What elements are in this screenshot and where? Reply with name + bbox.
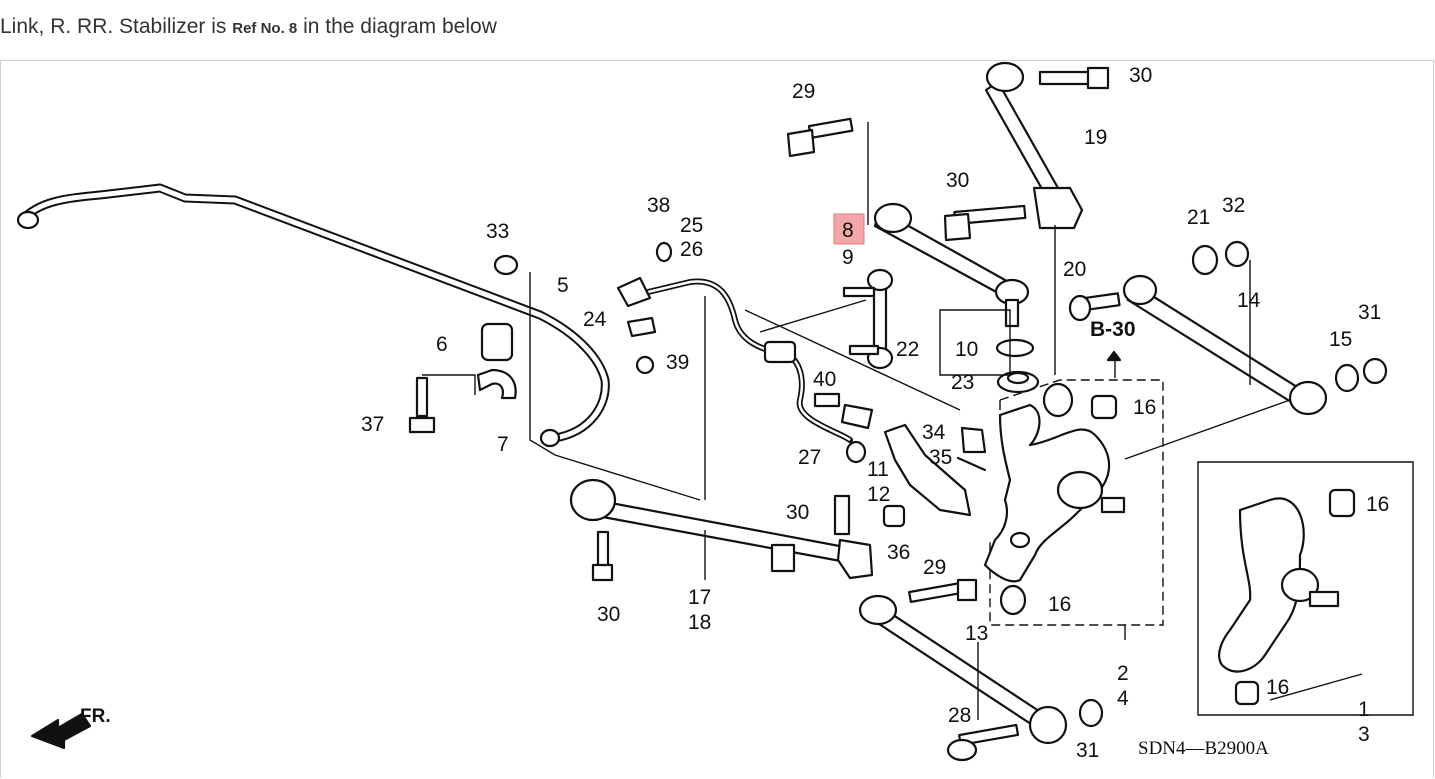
callout-16-a[interactable]: 16 (1133, 396, 1156, 419)
callout-16-c[interactable]: 16 (1366, 493, 1389, 516)
callout-30-d[interactable]: 30 (597, 603, 620, 626)
callout-31-a[interactable]: 31 (1358, 301, 1381, 324)
callout-1[interactable]: 1 (1358, 698, 1370, 721)
callout-9[interactable]: 9 (842, 246, 854, 269)
diagram-code: SDN4—B2900A (1138, 738, 1269, 759)
caption-prefix: Link, R. RR. Stabilizer is (0, 15, 233, 38)
callout-16-b[interactable]: 16 (1048, 593, 1071, 616)
leader-lines (422, 122, 1363, 720)
callout-24[interactable]: 24 (583, 308, 607, 331)
nut-32 (1224, 240, 1250, 268)
parts-diagram: FR. B-30 SDN4—B2900A 1 2 3 4 5 6 7 8 9 1… (16, 61, 1414, 762)
callout-38[interactable]: 38 (647, 194, 670, 217)
callout-7[interactable]: 7 (497, 433, 509, 456)
callout-22[interactable]: 22 (896, 338, 919, 361)
nut-33 (493, 254, 519, 276)
bracket-11-12 (883, 423, 972, 517)
diagram-caption: Link, R. RR. Stabilizer is Ref No. 8 in … (0, 15, 497, 39)
nut-31-lower (1078, 698, 1104, 728)
callout-20[interactable]: 20 (1063, 258, 1086, 281)
lower-arm-17 (569, 478, 874, 580)
callout-17[interactable]: 17 (688, 586, 711, 609)
callout-11[interactable]: 11 (867, 458, 889, 481)
callout-32[interactable]: 32 (1222, 194, 1245, 217)
callout-4[interactable]: 4 (1117, 687, 1129, 710)
bolt-28-head (946, 738, 978, 762)
callout-6[interactable]: 6 (436, 333, 448, 356)
diagram-frame (0, 60, 1434, 778)
callout-26[interactable]: 26 (680, 238, 703, 261)
lower-arm-13 (858, 594, 1068, 745)
callout-30-c[interactable]: 30 (786, 501, 809, 524)
callout-35[interactable]: 35 (929, 446, 952, 469)
callout-12[interactable]: 12 (867, 483, 890, 506)
bolt-30-mid (833, 494, 851, 536)
callout-29-a[interactable]: 29 (792, 80, 815, 103)
callout-13[interactable]: 13 (965, 622, 988, 645)
stabilizer-bushing (480, 322, 514, 362)
bushing-16-a (1090, 394, 1118, 420)
trailing-link-19 (984, 61, 1110, 230)
callout-19[interactable]: 19 (1084, 126, 1107, 149)
bolt-20-head (1068, 294, 1092, 322)
upper-arm-8 (873, 202, 1030, 328)
front-direction-arrow-icon (30, 712, 92, 750)
knuckle-1-inset (1197, 461, 1414, 716)
bolt-30-lower (591, 530, 614, 582)
stabilizer-bar (16, 183, 610, 448)
callout-10[interactable]: 10 (955, 338, 978, 361)
callout-14[interactable]: 14 (1237, 289, 1261, 312)
caption-ref-number: Ref No. 8 (232, 20, 298, 37)
callout-34[interactable]: 34 (922, 421, 946, 444)
bolt-36 (882, 504, 906, 528)
callout-30-b[interactable]: 30 (946, 169, 969, 192)
callout-31-b[interactable]: 31 (1076, 739, 1099, 762)
stabilizer-link-9 (842, 268, 894, 370)
abs-sensor-harness (616, 241, 874, 443)
callout-33[interactable]: 33 (486, 220, 509, 243)
callout-25[interactable]: 25 (680, 214, 703, 237)
callout-18[interactable]: 18 (688, 611, 711, 634)
washer-10 (995, 338, 1035, 358)
callout-39[interactable]: 39 (666, 351, 689, 374)
callout-40[interactable]: 40 (813, 368, 836, 391)
knuckle-assembly-boundary (989, 379, 1164, 626)
callout-27[interactable]: 27 (798, 446, 821, 469)
bolt-40 (813, 392, 841, 408)
callout-labels: 1 2 3 4 5 6 7 8 9 10 11 12 13 14 15 16 1… (361, 64, 1389, 762)
bolt-37 (408, 376, 436, 434)
nut-31-upper (1362, 357, 1388, 385)
lower-arm-14 (1122, 274, 1328, 416)
bolt-head-30 (943, 212, 972, 242)
callout-2[interactable]: 2 (1117, 662, 1129, 685)
callout-8[interactable]: 8 (842, 219, 854, 242)
callout-16-d[interactable]: 16 (1266, 676, 1289, 699)
knuckle-2 (983, 382, 1126, 583)
insulator-23-inner (1006, 371, 1030, 385)
nut-15 (1334, 363, 1360, 393)
callout-30-a[interactable]: 30 (1129, 64, 1152, 87)
callout-3[interactable]: 3 (1358, 723, 1370, 746)
bolt-29-upper (786, 117, 854, 158)
nut-27 (845, 440, 867, 464)
section-ref: B-30 (1090, 318, 1136, 341)
clip-35 (956, 456, 987, 472)
callout-5[interactable]: 5 (557, 274, 569, 297)
callout-23[interactable]: 23 (951, 371, 974, 394)
bushing-16-b (999, 584, 1027, 616)
direction-label: FR. (80, 706, 111, 727)
nut-21 (1191, 244, 1219, 276)
callout-21[interactable]: 21 (1187, 206, 1210, 229)
stabilizer-holder (476, 368, 517, 400)
section-ref-arrow-icon (1106, 350, 1122, 362)
ref-8-highlight (833, 213, 865, 245)
caption-suffix: in the diagram below (297, 15, 497, 38)
callout-36[interactable]: 36 (887, 541, 910, 564)
callout-15[interactable]: 15 (1329, 328, 1352, 351)
nut-34 (960, 426, 987, 454)
bolt-29-lower-head (956, 578, 978, 602)
callout-29-b[interactable]: 29 (923, 556, 946, 579)
callout-37[interactable]: 37 (361, 413, 384, 436)
callout-28[interactable]: 28 (948, 704, 971, 727)
